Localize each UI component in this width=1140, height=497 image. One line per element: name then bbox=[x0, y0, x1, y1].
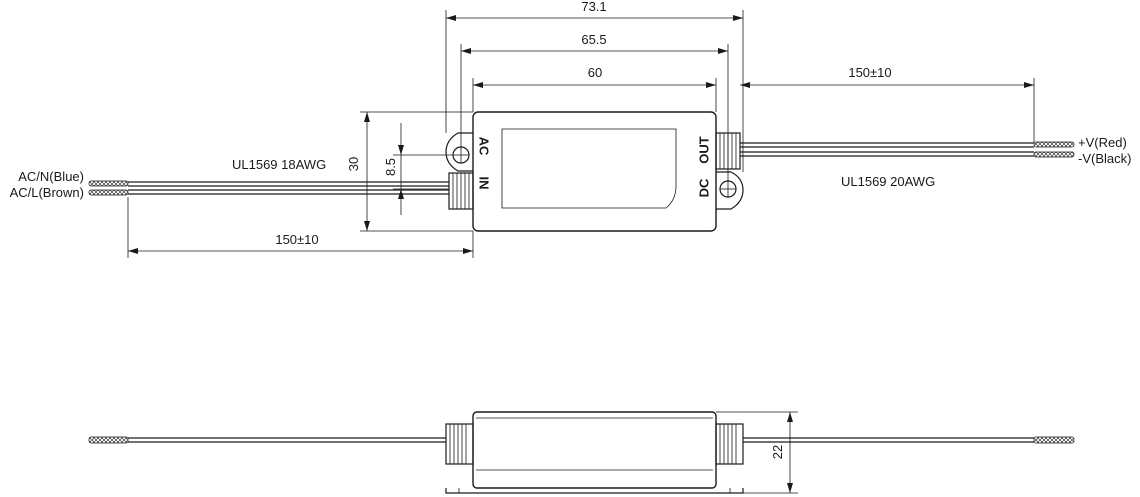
dim-overall: 73.1 bbox=[445, 0, 744, 172]
dim-body-label: 60 bbox=[588, 65, 602, 80]
dim-body: 60 bbox=[472, 65, 717, 112]
dim-cable-in: 150±10 bbox=[127, 197, 474, 258]
dim-cable-in-label: 150±10 bbox=[275, 232, 318, 247]
dim-cable-out: 150±10 bbox=[740, 65, 1035, 142]
dim-height: 30 bbox=[346, 111, 473, 232]
dim-thickness-label: 22 bbox=[770, 445, 785, 459]
housing-body bbox=[472, 111, 717, 232]
side-housing bbox=[472, 411, 717, 489]
side-left-strain-relief bbox=[445, 423, 474, 465]
dim-mount: 65.5 bbox=[460, 32, 729, 181]
right-mounting-ear bbox=[716, 171, 744, 210]
mark-in: IN bbox=[477, 177, 492, 190]
wire-v-neg-label: -V(Black) bbox=[1078, 151, 1131, 166]
mark-ac: AC bbox=[477, 137, 492, 156]
output-wires bbox=[740, 141, 1075, 158]
side-right-strain-relief bbox=[715, 423, 744, 465]
side-base-flange bbox=[445, 488, 744, 494]
dim-offset-label: 8.5 bbox=[383, 158, 398, 176]
dim-overall-label: 73.1 bbox=[581, 0, 606, 14]
dim-offset: 8.5 bbox=[383, 123, 453, 215]
label-recess bbox=[501, 128, 677, 209]
dim-thickness: 22 bbox=[716, 411, 798, 494]
input-wires bbox=[88, 180, 449, 196]
wire-ac-n-label: AC/N(Blue) bbox=[18, 169, 84, 184]
wire-v-pos-label: +V(Red) bbox=[1078, 135, 1127, 150]
left-mounting-ear bbox=[445, 132, 473, 172]
side-view: 22 bbox=[88, 411, 1075, 494]
left-strain-relief bbox=[448, 172, 474, 210]
dim-cable-out-label: 150±10 bbox=[848, 65, 891, 80]
wire-ac-l-label: AC/L(Brown) bbox=[10, 185, 84, 200]
mark-out: OUT bbox=[696, 136, 711, 164]
input-cable-spec: UL1569 18AWG bbox=[232, 157, 326, 172]
top-view: AC IN OUT DC 73.1 65.5 bbox=[10, 0, 1131, 258]
output-cable-spec: UL1569 20AWG bbox=[841, 174, 935, 189]
dim-mount-label: 65.5 bbox=[581, 32, 606, 47]
dim-height-label: 30 bbox=[346, 157, 361, 171]
mark-dc: DC bbox=[696, 178, 711, 197]
